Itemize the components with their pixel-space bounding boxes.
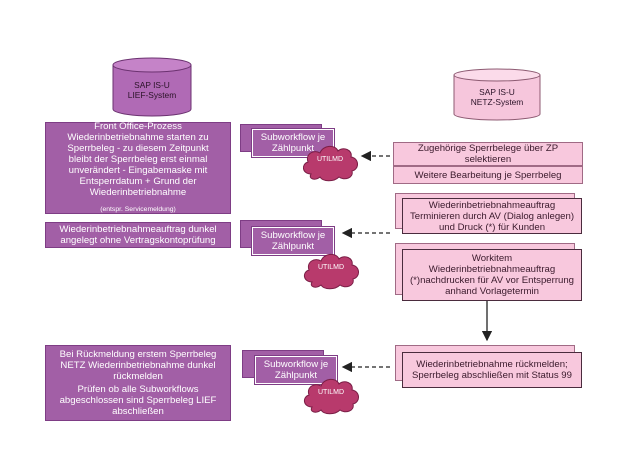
- subworkflow-label-line-1: Subworkflow je: [260, 230, 326, 241]
- weitere-bearbeitung-text: Weitere Bearbeitung je Sperrbeleg: [414, 169, 562, 181]
- pruefen-line-3: abschließen: [112, 406, 164, 417]
- database-icon: [112, 57, 192, 117]
- rueckmeldung-line-3: rückmelden: [113, 371, 163, 382]
- lief-system-cylinder: SAP IS-U LIEF-System: [111, 56, 193, 118]
- subworkflow-label-line-1: Subworkflow je: [263, 359, 329, 370]
- subworkflow-label-line-2: Zählpunkt: [271, 241, 315, 252]
- pruefen-line-1: Prüfen ob alle Subworkflows: [77, 384, 199, 395]
- workitem-box: Workitem Wiederinbetriebnahmeauftrag (*)…: [402, 249, 582, 301]
- subworkflow-box-2: Subworkflow je Zählpunkt: [251, 226, 335, 256]
- dunkel-auftrag-box: Wiederinbetriebnahmeauftrag dunkel angel…: [45, 222, 231, 248]
- subworkflow-label-line-1: Subworkflow je: [260, 132, 326, 143]
- rueckmeldung-box: Bei Rückmeldung erstem Sperrbeleg NETZ W…: [45, 345, 231, 421]
- front-office-line-4: bleibt der Sperrbeleg erst einmal: [68, 154, 208, 165]
- terminieren-line-2: Terminieren durch AV (Dialog anlegen): [409, 210, 575, 222]
- sperrbelege-selektieren-box: Zugehörige Sperrbelege über ZP selektier…: [393, 142, 583, 166]
- terminieren-line-1: Wiederinbetriebnahmeauftrag: [428, 199, 556, 211]
- lief-system-line-2: LIEF-System: [127, 90, 177, 100]
- utilmd-cloud-2: UTILMD: [300, 250, 362, 290]
- pruefen-line-2: abgeschlossen sind Sperrbeleg LIEF: [59, 395, 217, 406]
- terminieren-box: Wiederinbetriebnahmeauftrag Terminieren …: [402, 198, 582, 234]
- weitere-bearbeitung-box: Weitere Bearbeitung je Sperrbeleg: [393, 166, 583, 184]
- workitem-line-2: Wiederinbetriebnahmeauftrag: [428, 264, 556, 275]
- cloud-icon: [303, 145, 358, 182]
- netz-system-line-1: SAP IS-U: [479, 87, 515, 97]
- rueckmelden-line-2: Sperrbeleg abschließen mit Status 99: [412, 370, 572, 381]
- workitem-line-4: anhand Vorlagetermin: [445, 286, 539, 297]
- front-office-line-2: Wiederinbetriebnahme starten zu: [67, 132, 209, 143]
- front-office-line-3: Sperrbeleg - zu diesem Zeitpunkt: [67, 143, 209, 154]
- front-office-note: (entspr. Servicemeldung): [100, 206, 176, 213]
- subworkflow-label-line-2: Zählpunkt: [274, 370, 318, 381]
- database-icon: [453, 68, 541, 121]
- front-office-line-1: Front Office-Prozess: [94, 121, 182, 132]
- cloud-icon: [304, 253, 359, 290]
- dunkel-auftrag-line-2: angelegt ohne Vertragskontoprüfung: [60, 235, 216, 246]
- rueckmeldung-line-2: NETZ Wiederinbetriebnahme dunkel: [60, 360, 216, 371]
- rueckmeldung-line-1: Bei Rückmeldung erstem Sperrbeleg: [59, 349, 217, 360]
- utilmd-cloud-1: UTILMD: [299, 142, 361, 182]
- subworkflow-label-line-2: Zählpunkt: [271, 143, 315, 154]
- sperrbelege-line-2: selektieren: [464, 154, 512, 165]
- workitem-line-1: Workitem: [471, 253, 513, 264]
- lief-system-line-1: SAP IS-U: [134, 80, 170, 90]
- front-office-line-7: Wiederinbetriebnahme: [89, 187, 187, 198]
- utilmd-label: UTILMD: [317, 389, 345, 396]
- dunkel-auftrag-line-1: Wiederinbetriebnahmeauftrag dunkel: [59, 224, 217, 235]
- utilmd-cloud-3: UTILMD: [300, 375, 362, 415]
- rueckmelden-box: Wiederinbetriebnahme rückmelden; Sperrbe…: [402, 352, 582, 388]
- cloud-icon: [304, 378, 359, 415]
- netz-system-line-2: NETZ-System: [470, 97, 524, 107]
- utilmd-label: UTILMD: [316, 156, 344, 163]
- terminieren-line-3: und Druck (*) für Kunden: [438, 221, 546, 233]
- utilmd-label: UTILMD: [317, 264, 345, 271]
- front-office-line-5: unverändert - Eingabemaske mit: [68, 165, 208, 176]
- workitem-line-3: (*)nachdrucken für AV vor Entsperrung: [409, 275, 575, 286]
- sperrbelege-line-1: Zugehörige Sperrbelege über ZP: [417, 143, 559, 154]
- rueckmelden-line-1: Wiederinbetriebnahme rückmelden;: [416, 359, 568, 370]
- front-office-process-box: Front Office-Prozess Wiederinbetriebnahm…: [45, 121, 231, 214]
- front-office-line-6: Entsperrdatum + Grund der: [79, 176, 197, 187]
- subworkflow-box-3: Subworkflow je Zählpunkt: [254, 355, 338, 385]
- netz-system-cylinder: SAP IS-U NETZ-System: [452, 67, 542, 122]
